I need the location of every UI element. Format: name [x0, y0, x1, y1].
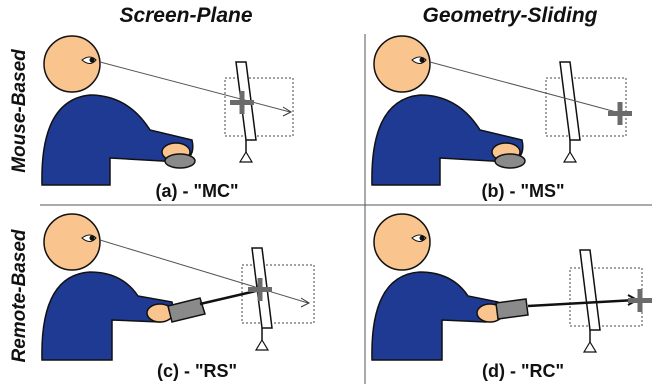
panel-a-mouse-screen-plane: [41, 35, 294, 186]
monitor: [559, 61, 581, 141]
gaze-arrowhead: [300, 297, 311, 308]
monitor-base: [238, 150, 254, 163]
virtual-plane: [241, 264, 315, 324]
caption-c: (c) - "RS": [156, 361, 238, 381]
head: [373, 213, 431, 271]
remote-device: [167, 297, 206, 323]
cursor-cross-v: [637, 289, 643, 312]
gaze-line: [99, 239, 309, 304]
panel-d-remote-geometry-sliding: [371, 213, 652, 361]
caption-a: (a) - "MC": [155, 181, 239, 201]
pointing-ray: [199, 288, 261, 306]
virtual-plane: [224, 77, 294, 137]
pupil: [89, 57, 95, 63]
pupil: [419, 57, 425, 63]
gaze-arrowhead: [282, 106, 293, 117]
gaze-line: [429, 61, 621, 114]
monitor-base: [582, 340, 598, 353]
gaze-line: [99, 61, 291, 113]
cursor-cross-v: [617, 102, 623, 125]
remote-device: [495, 298, 529, 320]
pointing-ray: [527, 298, 637, 308]
head: [43, 35, 101, 93]
head: [373, 35, 431, 93]
caption-d: (d) - "RC": [481, 361, 565, 381]
virtual-plane: [545, 77, 627, 137]
cursor-cross-v: [239, 91, 245, 114]
panel-b-mouse-geometry-sliding: [371, 35, 632, 186]
pupil: [89, 235, 95, 241]
panel-c-remote-screen-plane: [41, 213, 315, 361]
mouse-device: [494, 153, 526, 169]
column-heading-screen-plane: Screen-Plane: [119, 4, 253, 27]
pupil: [419, 235, 425, 241]
monitor-base: [254, 338, 270, 351]
monitor: [579, 249, 601, 331]
monitor-base: [562, 150, 578, 163]
column-heading-geometry-sliding: Geometry-Sliding: [422, 4, 598, 27]
cursor-cross-v: [257, 278, 263, 301]
head: [43, 213, 101, 271]
torso-arm: [371, 94, 524, 186]
caption-b: (b) - "MS": [481, 181, 565, 201]
mouse-device: [164, 153, 196, 169]
torso-arm: [41, 94, 194, 186]
